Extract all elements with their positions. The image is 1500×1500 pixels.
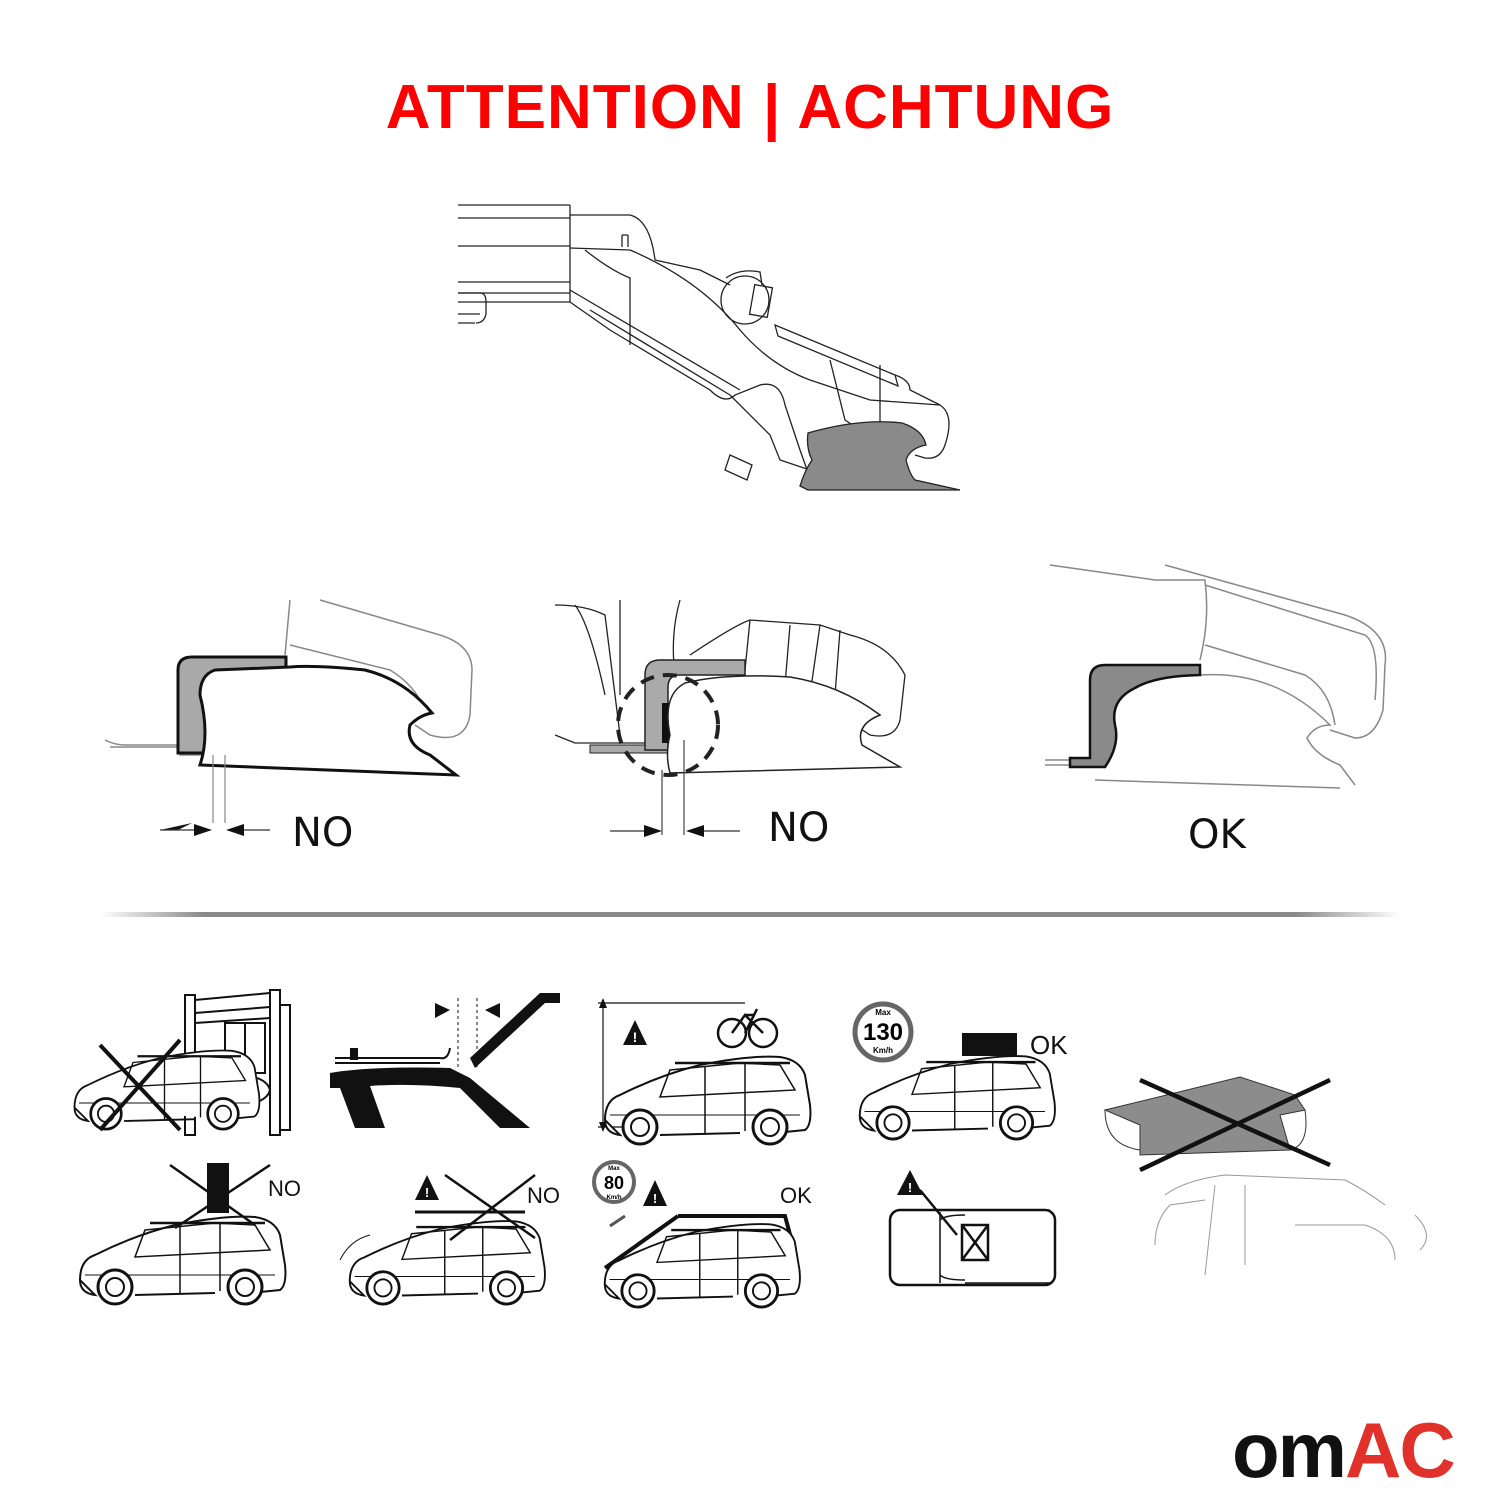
svg-text:!: ! xyxy=(908,1180,912,1195)
svg-text:80: 80 xyxy=(604,1173,624,1193)
logo-part-om: om xyxy=(1232,1406,1347,1494)
tall-load-no-label: NO xyxy=(268,1176,301,1201)
fitment-example-ok-flush xyxy=(1045,564,1387,789)
page-title: ATTENTION | ACHTUNG xyxy=(385,73,1115,142)
fitment-label-2: NO xyxy=(768,805,830,851)
icon-rooftop-tent-prohibited xyxy=(1103,1076,1427,1276)
fitment-example-no-gap xyxy=(104,599,473,836)
icon-tailgate-clearance xyxy=(330,993,560,1128)
warning-icon xyxy=(897,1170,923,1195)
main-clamp-diagram xyxy=(458,204,961,491)
icon-overhang-load-prohibited: ! xyxy=(339,1173,547,1306)
icon-roof-box-speed-130: Max 130 Km/h xyxy=(852,1001,1057,1141)
icon-car-wash-prohibited xyxy=(73,989,291,1136)
svg-text:!: ! xyxy=(653,1191,657,1206)
svg-text:Max: Max xyxy=(875,1008,891,1017)
fitment-label-3: OK xyxy=(1188,812,1246,858)
section-divider xyxy=(100,912,1400,917)
roof-box-ok-label: OK xyxy=(1030,1030,1068,1060)
svg-text:Max: Max xyxy=(608,1166,620,1172)
overhang-no-label: NO xyxy=(527,1183,560,1208)
svg-text:!: ! xyxy=(633,1029,638,1045)
long-load-ok-label: OK xyxy=(780,1183,812,1208)
logo-part-ac: AC xyxy=(1345,1406,1456,1494)
fitment-label-1: NO xyxy=(292,810,354,856)
icon-long-load-speed-80: Max 80 Km/h ! xyxy=(592,1160,802,1309)
warning-icon xyxy=(623,1020,647,1045)
svg-text:130: 130 xyxy=(863,1019,903,1046)
icon-sunroof-top-view-warning: ! xyxy=(888,1170,1057,1287)
svg-text:Km/h: Km/h xyxy=(873,1046,893,1055)
icon-bike-carrier-height: ! xyxy=(598,998,812,1146)
gap-highlight-circle xyxy=(616,673,720,777)
warning-icon xyxy=(415,1175,439,1200)
brand-logo: omAC xyxy=(1232,1410,1472,1490)
warning-icon xyxy=(643,1180,667,1206)
icon-tall-load-prohibited xyxy=(78,1163,287,1306)
svg-text:!: ! xyxy=(425,1185,429,1200)
fitment-example-no-gap-circled xyxy=(554,599,906,837)
svg-text:Km/h: Km/h xyxy=(607,1195,622,1201)
